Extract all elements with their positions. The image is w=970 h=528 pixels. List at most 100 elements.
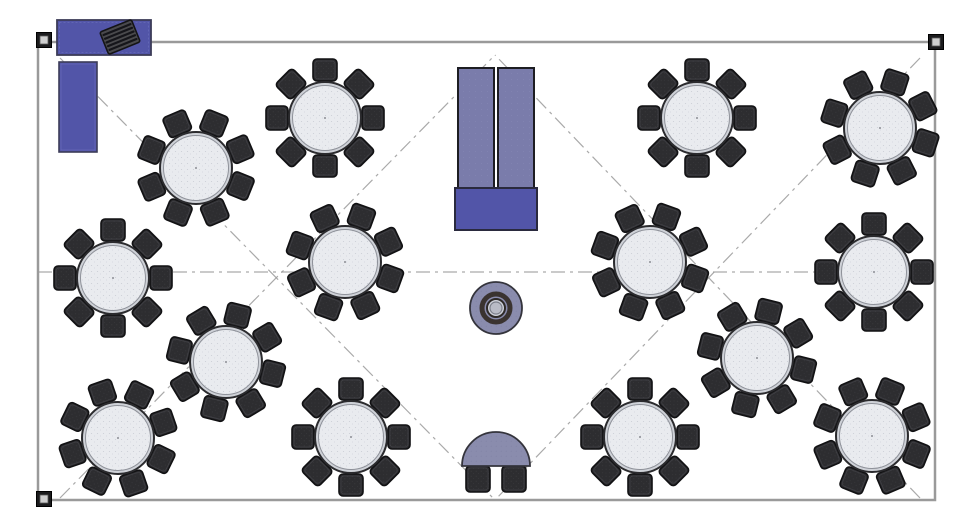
chair[interactable] <box>346 202 377 232</box>
chair[interactable] <box>131 228 164 261</box>
chair[interactable] <box>275 68 308 101</box>
round-tables-group[interactable] <box>39 54 954 517</box>
stage-panel-left[interactable] <box>457 67 495 189</box>
chair[interactable] <box>731 391 760 419</box>
head-chair-left[interactable] <box>465 465 491 493</box>
chair[interactable] <box>165 336 193 365</box>
cake-table[interactable] <box>469 281 523 335</box>
cake-table-group[interactable] <box>469 281 523 335</box>
chair[interactable] <box>149 265 173 291</box>
stage-base[interactable] <box>454 187 538 231</box>
chair[interactable] <box>87 378 118 407</box>
ballroom-boundary[interactable] <box>36 40 937 502</box>
round-table-unit[interactable] <box>806 54 955 203</box>
bar-unit-group[interactable] <box>58 61 98 153</box>
room-boundary-group[interactable] <box>36 40 937 502</box>
chair[interactable] <box>63 296 96 329</box>
round-table-unit[interactable] <box>574 186 725 337</box>
chair[interactable] <box>53 265 77 291</box>
chair[interactable] <box>637 105 661 131</box>
round-table-unit[interactable] <box>154 290 297 433</box>
head-chair-right[interactable] <box>501 465 527 493</box>
chair[interactable] <box>590 387 623 420</box>
chair[interactable] <box>131 296 164 329</box>
chair[interactable] <box>580 424 604 450</box>
chair[interactable] <box>658 455 691 488</box>
chair[interactable] <box>200 395 229 423</box>
chair[interactable] <box>850 159 880 188</box>
chair[interactable] <box>361 105 385 131</box>
chair[interactable] <box>343 68 376 101</box>
round-table-unit[interactable] <box>580 377 700 497</box>
round-table-unit[interactable] <box>637 58 757 178</box>
chair[interactable] <box>162 109 193 139</box>
chair[interactable] <box>235 388 267 419</box>
round-table-unit[interactable] <box>814 212 934 332</box>
chair[interactable] <box>369 387 402 420</box>
chair[interactable] <box>313 292 344 322</box>
round-table-unit[interactable] <box>291 377 411 497</box>
chair[interactable] <box>259 359 287 388</box>
head-table-top[interactable] <box>461 431 531 467</box>
chair[interactable] <box>387 424 411 450</box>
chair[interactable] <box>843 70 874 100</box>
dj-console[interactable] <box>99 19 141 55</box>
chair[interactable] <box>880 68 910 97</box>
chair[interactable] <box>58 438 87 469</box>
round-table-unit[interactable] <box>269 186 420 337</box>
chair[interactable] <box>813 403 842 433</box>
chair[interactable] <box>658 387 691 420</box>
chair[interactable] <box>291 424 315 450</box>
chair[interactable] <box>700 367 731 399</box>
chair[interactable] <box>839 466 869 495</box>
chair[interactable] <box>892 290 925 323</box>
chair[interactable] <box>60 401 90 433</box>
chair[interactable] <box>715 136 748 169</box>
chair[interactable] <box>146 443 176 475</box>
chair[interactable] <box>813 439 843 470</box>
stage-group[interactable] <box>454 67 538 231</box>
chair[interactable] <box>312 58 338 82</box>
chair[interactable] <box>614 203 645 234</box>
chair[interactable] <box>684 58 710 82</box>
handle-bottom-left[interactable] <box>36 491 52 507</box>
chair[interactable] <box>766 384 798 415</box>
chair[interactable] <box>754 297 783 325</box>
chair[interactable] <box>655 290 686 321</box>
chair[interactable] <box>252 321 283 353</box>
chair[interactable] <box>676 424 700 450</box>
chair[interactable] <box>861 308 887 332</box>
chair[interactable] <box>892 222 925 255</box>
dj-booth-group[interactable] <box>56 19 152 56</box>
chair[interactable] <box>301 455 334 488</box>
chair[interactable] <box>875 377 905 406</box>
chair[interactable] <box>301 387 334 420</box>
chair[interactable] <box>647 68 680 101</box>
handle-top-right[interactable] <box>928 34 944 50</box>
chair[interactable] <box>861 212 887 236</box>
chair[interactable] <box>684 154 710 178</box>
chair[interactable] <box>137 171 167 202</box>
round-table-unit[interactable] <box>39 359 197 517</box>
chair[interactable] <box>824 222 857 255</box>
chair[interactable] <box>343 136 376 169</box>
chair[interactable] <box>886 156 917 186</box>
selection-handles-group[interactable] <box>36 32 944 507</box>
chair[interactable] <box>149 407 178 438</box>
chair[interactable] <box>223 301 252 329</box>
chair[interactable] <box>838 377 869 407</box>
round-table-unit[interactable] <box>119 91 273 245</box>
chair[interactable] <box>312 154 338 178</box>
chair[interactable] <box>590 455 623 488</box>
chair[interactable] <box>814 259 838 285</box>
handle-top-left[interactable] <box>36 32 52 48</box>
round-table-unit[interactable] <box>685 286 828 429</box>
chair[interactable] <box>696 332 724 361</box>
chair[interactable] <box>275 136 308 169</box>
chair[interactable] <box>265 105 289 131</box>
chair[interactable] <box>647 136 680 169</box>
chair[interactable] <box>910 259 934 285</box>
chair[interactable] <box>338 473 364 497</box>
